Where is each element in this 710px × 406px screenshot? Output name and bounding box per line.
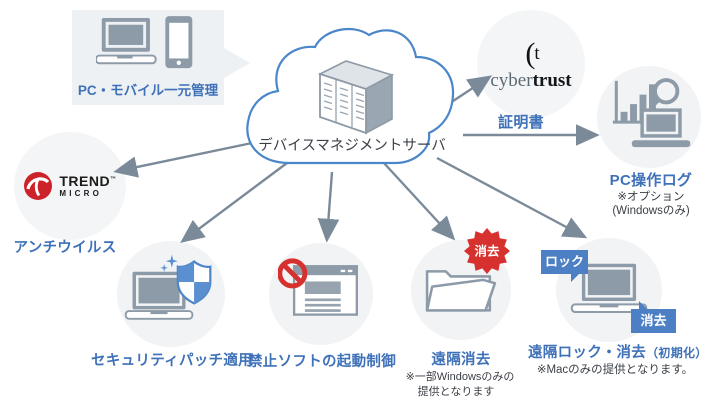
arrow-to-remote-lock xyxy=(436,156,588,239)
cybertrust-logo: (t cybertrust xyxy=(490,36,572,91)
erase-badge: 消去 xyxy=(631,301,676,333)
patch-laptop-shield-icon xyxy=(124,254,212,320)
cybertrust-node: (t cybertrust xyxy=(477,10,585,118)
blocked-app-icon xyxy=(278,258,358,316)
trendmicro-logo: TREND™ MICRO xyxy=(23,171,116,201)
callout-tail xyxy=(224,48,250,78)
pc-log-label: PC操作ログ xyxy=(609,172,693,189)
certificate-label: 証明書 xyxy=(498,114,544,131)
cloud-server-label: デバイスマネジメントサーバ xyxy=(258,138,446,154)
app-block-label: 禁止ソフトの起動制御 xyxy=(248,354,396,370)
laptop-icon xyxy=(570,263,648,314)
laptop-icon xyxy=(96,18,157,65)
arrow-to-remote-wipe xyxy=(382,161,456,241)
app-block-node xyxy=(269,243,373,345)
prohibition-icon xyxy=(278,258,308,289)
sparkle-icon xyxy=(160,264,169,272)
pc-log-note-2: (Windowsのみ) xyxy=(612,205,690,217)
security-patch-label: セキュリティパッチ適用 xyxy=(91,353,253,369)
arrow-to-app-block xyxy=(317,171,340,243)
remote-wipe-note-2: 提供となります xyxy=(417,386,495,398)
lock-badge: ロック xyxy=(541,250,588,282)
cybertrust-mark: ( xyxy=(525,36,535,70)
server-icon xyxy=(317,60,395,135)
wipe-alert-badge-text: 消去 xyxy=(474,244,500,259)
remote-wipe-note-1: ※一部Windowsのみの xyxy=(405,371,515,383)
trendmicro-node: TREND™ MICRO xyxy=(14,132,126,240)
pc-log-node xyxy=(597,66,701,168)
sparkle-icon xyxy=(165,254,178,268)
antivirus-label: アンチウイルス xyxy=(13,240,117,256)
pc-mobile-management-label: PC・モバイル一元管理 xyxy=(77,83,219,98)
arrow-to-antivirus xyxy=(113,141,253,178)
arrow-to-security-patch xyxy=(180,162,288,243)
trendmicro-ball-icon xyxy=(24,172,53,200)
folder-icon xyxy=(425,270,497,312)
laptop-and-phone-icon xyxy=(96,16,193,69)
log-analysis-icon xyxy=(612,78,691,148)
pc-mobile-management-callout: PC・モバイル一元管理 xyxy=(72,10,224,105)
remote-wipe-label: 遠隔消去 xyxy=(431,352,491,368)
wipe-alert-badge: 消去 xyxy=(464,228,510,274)
security-patch-node xyxy=(117,241,225,347)
pc-log-note-1: ※オプション xyxy=(617,191,685,203)
remote-lock-note: ※Macのみの提供となります。 xyxy=(536,364,694,376)
magnifier-icon xyxy=(653,78,680,105)
remote-lock-label: 遠隔ロック・消去（初期化） xyxy=(528,345,708,361)
phone-icon xyxy=(165,16,193,69)
